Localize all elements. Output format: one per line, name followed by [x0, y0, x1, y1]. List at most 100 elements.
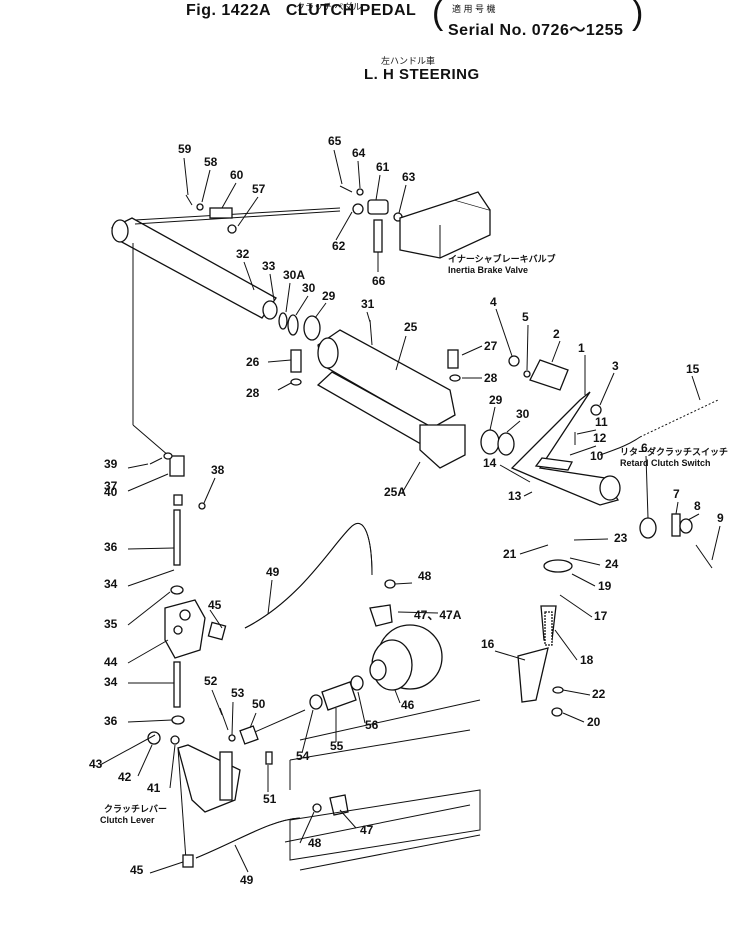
callout-59: 59	[178, 142, 192, 156]
callout-20: 20	[587, 715, 601, 729]
callout-16: 16	[481, 637, 495, 651]
callout-28-right: 28	[484, 371, 498, 385]
label-inertia-brake-valve: Inertia Brake Valve	[448, 265, 528, 275]
callout-29-top: 29	[322, 289, 336, 303]
washer-6	[639, 517, 657, 539]
boot-16	[517, 647, 549, 703]
left-paren: (	[432, 0, 444, 32]
callout-66: 66	[372, 274, 386, 288]
callout-22: 22	[592, 687, 606, 701]
callout-44: 44	[104, 655, 118, 669]
callout-38: 38	[211, 463, 225, 477]
label-inertia-brake-valve-jp: イナーシャブレーキバルブ	[448, 253, 556, 264]
callout-47-47a: 47、47A	[414, 608, 462, 622]
cylinder-55	[321, 681, 357, 711]
callout-18: 18	[580, 653, 594, 667]
callout-30a: 30A	[283, 268, 305, 282]
yoke-37	[169, 455, 185, 477]
spring-15	[599, 399, 719, 456]
label-clutch-lever-jp: クラッチレバー	[104, 804, 167, 814]
callout-30-top: 30	[302, 281, 316, 295]
serial-number: Serial No. 0726～1255	[448, 22, 624, 39]
title-jp: クラッチ ペダル	[296, 2, 362, 12]
clevis-61	[367, 199, 389, 215]
callout-48-upper: 48	[418, 569, 432, 583]
callout-39: 39	[104, 457, 118, 471]
callout-5: 5	[522, 310, 529, 324]
callout-47: 47	[360, 823, 374, 837]
hose-49-lower	[195, 817, 301, 859]
frame-member	[284, 699, 481, 871]
callout-62: 62	[332, 239, 346, 253]
plate-25a	[419, 424, 466, 469]
callout-13: 13	[508, 489, 522, 503]
callout-25: 25	[404, 320, 418, 334]
callout-numbers: 1 2 3 4 5 6 7 8 9 10 11 12 13 14 15 16 1…	[89, 134, 724, 887]
callout-28-left: 28	[246, 386, 260, 400]
callout-27: 27	[484, 339, 498, 353]
callout-4: 4	[490, 295, 497, 309]
callout-33: 33	[262, 259, 276, 273]
right-paren: )	[632, 0, 644, 32]
hose-49-upper	[244, 522, 373, 629]
callout-7: 7	[673, 487, 680, 501]
callout-43: 43	[89, 757, 103, 771]
leader-lines	[99, 149, 721, 874]
callout-36-upper: 36	[104, 540, 118, 554]
figure-title: Fig. 1422A CLUTCH PEDAL	[186, 2, 416, 20]
figure-header: Fig. 1422A CLUTCH PEDAL クラッチ ペダル ( 適 用 号…	[0, 0, 755, 95]
callout-10: 10	[590, 449, 604, 463]
callout-57: 57	[252, 182, 266, 196]
rod-57	[134, 207, 341, 221]
callout-34-upper: 34	[104, 577, 118, 591]
callout-15: 15	[686, 362, 700, 376]
callout-54: 54	[296, 749, 310, 763]
callout-63: 63	[402, 170, 416, 184]
callout-37: 37	[104, 479, 118, 493]
callout-12: 12	[593, 431, 607, 445]
cross-shaft	[111, 217, 278, 320]
callout-36-lower: 36	[104, 714, 118, 728]
callout-2: 2	[553, 327, 560, 341]
callout-34-lower: 34	[104, 675, 118, 689]
bracket-25	[316, 329, 466, 469]
callout-19: 19	[598, 579, 612, 593]
inertia-brake-valve	[399, 191, 491, 259]
callout-50: 50	[252, 697, 266, 711]
callout-52: 52	[204, 674, 218, 688]
label-clutch-lever: Clutch Lever	[100, 815, 155, 825]
valve-44	[164, 599, 227, 659]
title-text: CLUTCH PEDAL	[285, 2, 417, 19]
clutch-pedal	[508, 355, 713, 569]
callout-65: 65	[328, 134, 342, 148]
callout-6: 6	[641, 441, 648, 455]
clutch-lever	[177, 744, 241, 868]
pedal-pad-2	[529, 359, 569, 391]
callout-46: 46	[401, 698, 415, 712]
callout-17: 17	[594, 609, 608, 623]
chamber-46	[350, 624, 443, 691]
label-retard-clutch-switch-jp: リターダクラッチスイッチ	[620, 446, 728, 457]
callout-21: 21	[503, 547, 517, 561]
label-retard-clutch-switch: Retard Clutch Switch	[620, 458, 711, 468]
callout-48-lower: 48	[308, 836, 322, 850]
callout-23: 23	[614, 531, 628, 545]
rod-34	[173, 509, 181, 566]
callout-40: 40	[104, 485, 118, 499]
callout-60: 60	[230, 168, 244, 182]
callout-58: 58	[204, 155, 218, 169]
callout-11: 11	[595, 415, 608, 429]
callout-1: 1	[578, 341, 585, 355]
callout-61: 61	[376, 160, 390, 174]
callout-26: 26	[246, 355, 260, 369]
callout-49-upper: 49	[266, 565, 280, 579]
callout-49-lower: 49	[240, 873, 254, 887]
steering-title: L. H STEERING	[364, 66, 480, 83]
applicable-jp: 適 用 号 機	[452, 4, 496, 14]
callout-8: 8	[694, 499, 701, 513]
bushing-29	[303, 315, 321, 341]
callout-3: 3	[612, 359, 619, 373]
callout-45-upper: 45	[208, 598, 222, 612]
clevis-60	[209, 207, 233, 219]
